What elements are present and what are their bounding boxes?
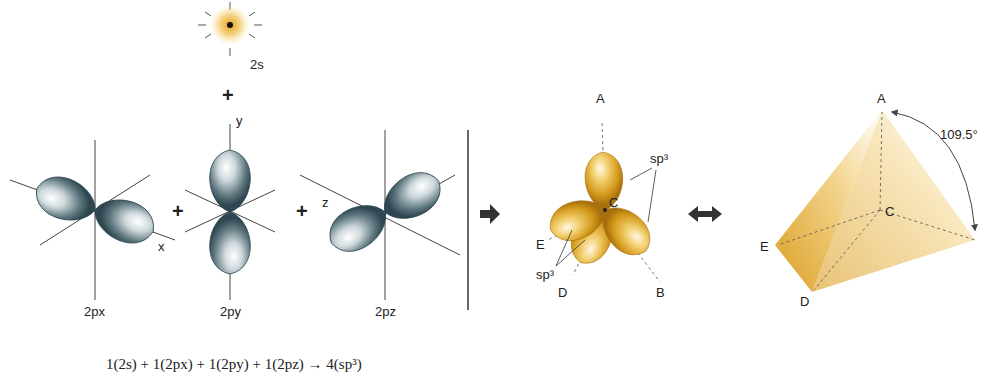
orbital-name: 2s	[250, 58, 264, 72]
vertex-label: A	[596, 92, 605, 106]
vertex-label: E	[760, 240, 769, 254]
vertex-label: B	[656, 286, 665, 300]
vertex-label: A	[877, 92, 886, 106]
orbital-name: 2pz	[375, 305, 396, 319]
equation: 1(2s) + 1(2px) + 1(2py) + 1(2pz) → 4(sp³…	[106, 356, 362, 373]
orbital-name: 2py	[220, 305, 241, 319]
orbital-label: sp³	[650, 152, 668, 166]
angle-label: 109.5°	[940, 128, 978, 142]
orbital-label: sp³	[536, 268, 554, 282]
atom-label: C	[609, 196, 618, 210]
axis-label: y	[236, 114, 243, 128]
vertex-label: D	[800, 295, 809, 309]
plus-sign: +	[222, 84, 234, 106]
axis-label: x	[158, 240, 165, 254]
plus-sign: +	[296, 200, 308, 222]
vertex-label: E	[536, 238, 545, 252]
atom-label: C	[885, 205, 894, 219]
vertex-label: D	[558, 286, 567, 300]
axis-label: z	[322, 196, 329, 210]
plus-sign: +	[172, 200, 184, 222]
orbital-name: 2px	[84, 305, 105, 319]
